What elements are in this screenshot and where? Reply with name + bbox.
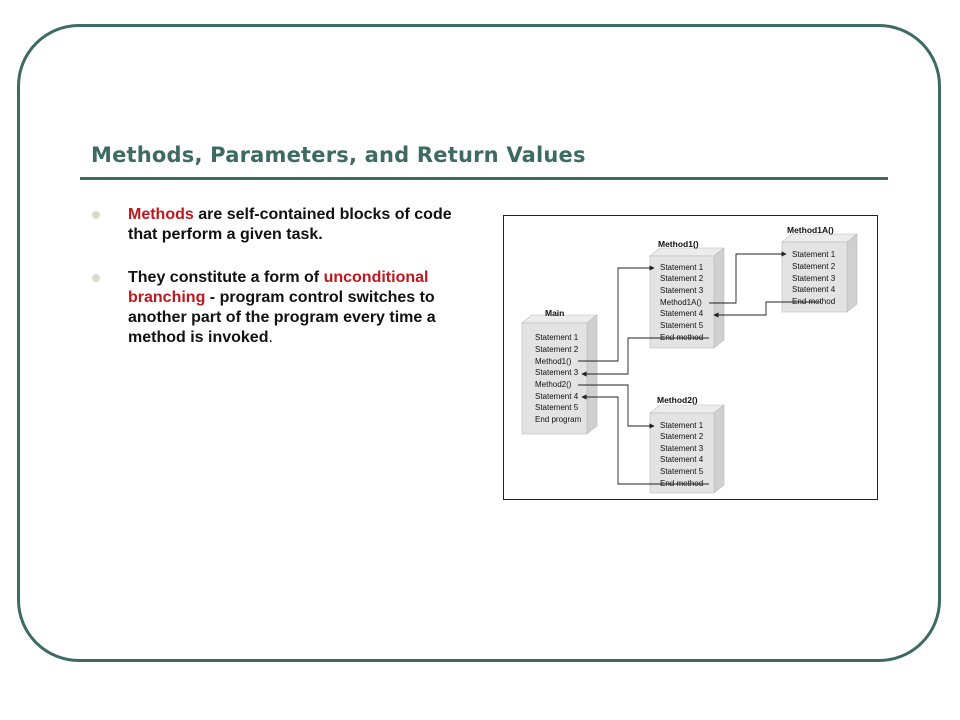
method1a-line: Statement 2	[792, 262, 836, 271]
method1a-line: Statement 1	[792, 250, 836, 259]
bullet-text: - program control switches to another pa…	[128, 289, 436, 346]
method-call-diagram: Main Statement 1 Statement 2 Method1() S…	[503, 215, 878, 500]
method1a-title: Method1A()	[787, 225, 834, 235]
method1-line: Statement 2	[660, 274, 704, 283]
main-line: Statement 4	[535, 392, 579, 401]
call-arrow-method1	[578, 265, 655, 362]
main-line: End program	[535, 415, 582, 424]
main-line: Statement 1	[535, 333, 579, 342]
bullet-item: They constitute a form of unconditional …	[92, 268, 477, 348]
method1a-line: Statement 3	[792, 274, 836, 283]
method1-line: End method	[660, 333, 703, 342]
flow-arrows	[578, 251, 821, 485]
main-line: Method1()	[535, 357, 572, 366]
method1a-line: End method	[792, 297, 835, 306]
slide-frame	[17, 24, 941, 662]
main-line: Statement 2	[535, 345, 579, 354]
bullet-text: are self-contained blocks of code that p…	[128, 206, 452, 243]
method1-title: Method1()	[658, 239, 699, 249]
method1a-block: Method1A() Statement 1 Statement 2 State…	[781, 225, 858, 313]
method1-line: Statement 1	[660, 263, 704, 272]
method2-line: Statement 1	[660, 421, 704, 430]
method1-block: Method1() Statement 1 Statement 2 Statem…	[649, 239, 725, 349]
method1-line: Statement 4	[660, 309, 704, 318]
bullet-text: They constitute a form of	[128, 269, 324, 286]
bullet-dot-icon	[92, 274, 100, 282]
return-arrow-method1	[581, 337, 709, 377]
bullet-list: Methods are self-contained blocks of cod…	[92, 205, 477, 371]
main-block: Main Statement 1 Statement 2 Method1() S…	[521, 308, 598, 435]
main-line: Statement 5	[535, 403, 579, 412]
call-arrow-method2	[578, 384, 655, 429]
diagram-canvas: Main Statement 1 Statement 2 Method1() S…	[521, 225, 858, 494]
main-line: Method2()	[535, 380, 572, 389]
method2-line: Statement 5	[660, 467, 704, 476]
method2-line: Statement 3	[660, 444, 704, 453]
method2-line: Statement 2	[660, 432, 704, 441]
main-line: Statement 3	[535, 368, 579, 377]
bullet-item: Methods are self-contained blocks of cod…	[92, 205, 477, 245]
title-underline	[80, 177, 888, 180]
main-title: Main	[545, 308, 564, 318]
call-arrow-method1a	[709, 251, 787, 304]
bullet-dot-icon	[92, 211, 100, 219]
method2-block: Method2() Statement 1 Statement 2 Statem…	[649, 395, 725, 494]
method2-title: Method2()	[657, 395, 698, 405]
method1-line: Statement 5	[660, 321, 704, 330]
return-arrow-method2	[581, 394, 709, 485]
method1a-line: Statement 4	[792, 285, 836, 294]
bullet-end: .	[268, 329, 273, 346]
method1-line: Statement 3	[660, 286, 704, 295]
highlight-term: unconditional branching	[128, 269, 429, 306]
method2-line: Statement 4	[660, 455, 704, 464]
highlight-term: Methods	[128, 206, 194, 223]
slide-title: Methods, Parameters, and Return Values	[91, 143, 586, 167]
return-arrow-method1a	[713, 301, 821, 318]
method2-line: End method	[660, 479, 703, 488]
method1-line: Method1A()	[660, 298, 702, 307]
